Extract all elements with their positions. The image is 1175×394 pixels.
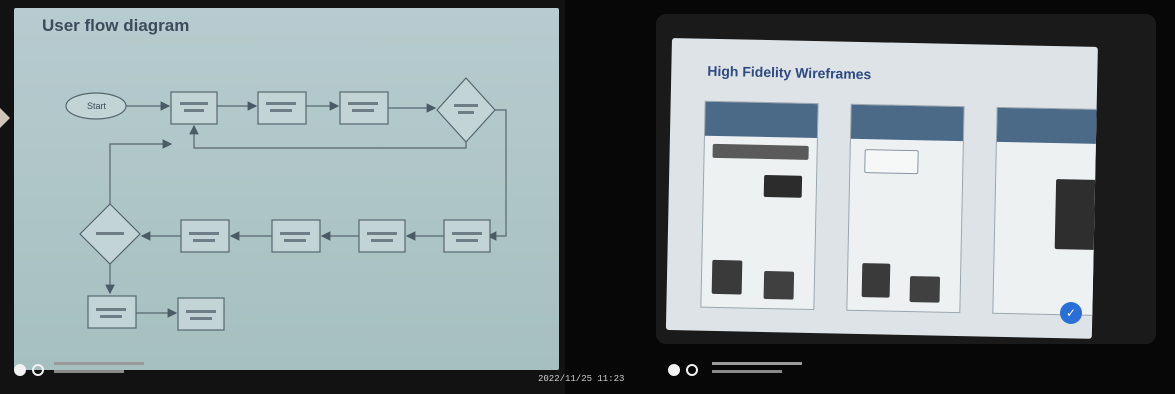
flow-step [180,219,230,253]
start-node-label: Start [87,101,107,111]
flow-step [87,295,137,329]
record-ring-icon [32,364,44,376]
flow-step [177,297,225,331]
timestamp: 2022/11/25 11:23 [538,374,625,384]
flow-step [443,219,491,253]
user-flow-slide: User flow diagram [14,8,559,370]
left-photo: User flow diagram [0,0,565,394]
user-flow-diagram: Start [65,77,507,331]
flow-step [170,91,218,125]
flow-step [271,219,321,253]
slide-title: High Fidelity Wireframes [707,62,872,83]
decision-node [436,77,496,143]
flow-step [257,91,307,125]
wireframe-screen-3 [992,106,1098,317]
caption-line [712,362,802,365]
wireframes-slide: High Fidelity Wireframes [665,38,1098,339]
action-button-icon[interactable]: ✓ [1060,302,1082,324]
slide-title: User flow diagram [42,16,190,35]
record-dot-icon [14,364,26,376]
wireframe-screen-1 [700,100,819,311]
caption-line [54,370,124,373]
record-ring-icon [686,364,698,376]
wireframe-screen-2 [846,103,965,314]
caption-line [54,362,144,365]
arrow-pointer-icon [0,108,10,128]
record-dot-icon [668,364,680,376]
flow-step [339,91,389,125]
caption-line [712,370,782,373]
flow-step [358,219,406,253]
